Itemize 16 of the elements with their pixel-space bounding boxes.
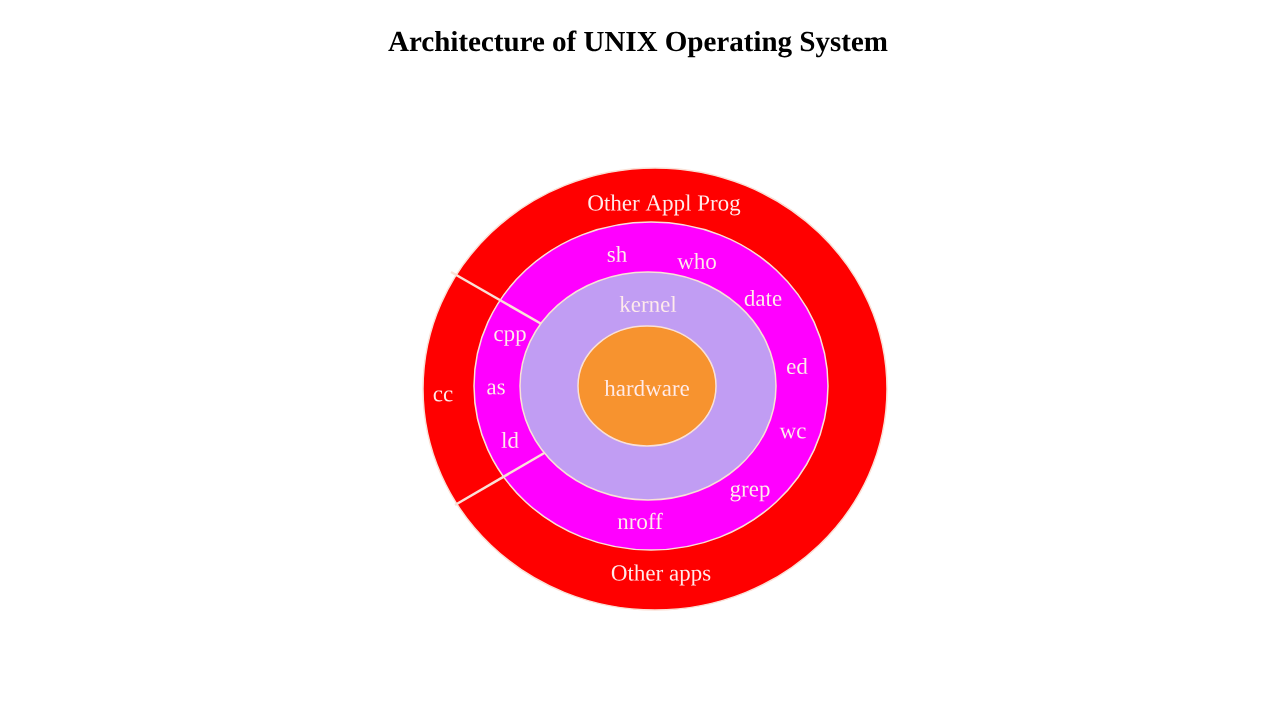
ring-label: ld (501, 431, 519, 449)
ring-label: Other apps (611, 564, 711, 586)
ring-label: kernel (619, 295, 677, 313)
ring-label: who (677, 252, 716, 270)
ring-label: nroff (617, 512, 663, 530)
ring-label: hardware (604, 379, 689, 397)
ring-label: cpp (494, 330, 526, 346)
ring-label: sh (607, 245, 627, 263)
ring-label: as (487, 383, 505, 395)
ring-label: ed (787, 357, 808, 375)
ring-label: date (744, 289, 782, 307)
ring-label: cc (433, 390, 453, 402)
ring-label: Other Appl Prog (588, 194, 741, 216)
title: Architecture of UNIX Operating System (388, 30, 888, 58)
ring-label: wc (779, 427, 806, 439)
ring-label: grep (730, 484, 770, 502)
